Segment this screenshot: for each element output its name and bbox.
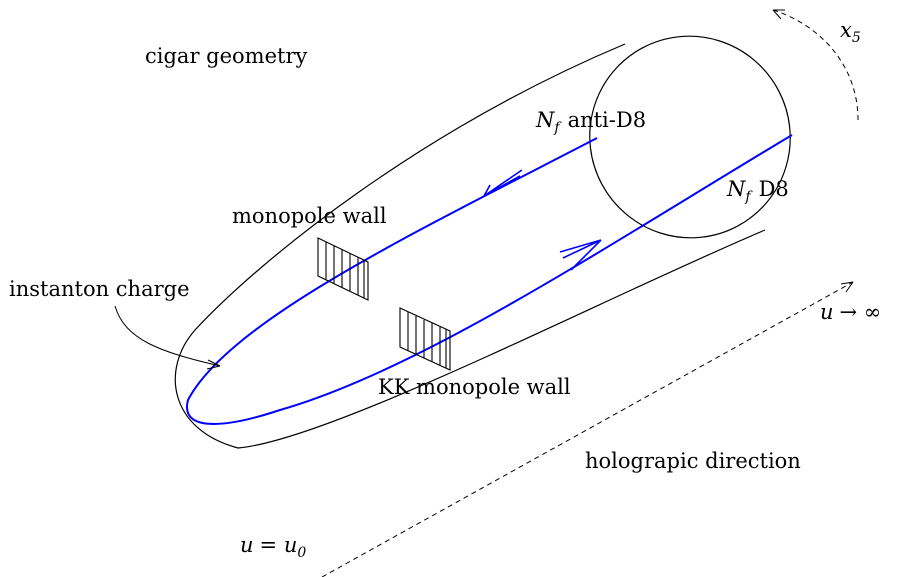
monopole-wall-label: monopole wall	[232, 204, 387, 228]
kk-monopole-wall-label: KK monopole wall	[378, 375, 571, 399]
holographic-direction-label: holograpic direction	[585, 449, 801, 473]
instanton-charge-arrowhead	[206, 359, 221, 370]
instanton-charge-pointer	[114, 305, 221, 367]
u-equals-u0-label: u= u0	[240, 533, 306, 561]
cigar-geometry-label: cigar geometry	[145, 44, 307, 68]
x5-arrowhead	[772, 9, 785, 20]
instanton-charge-label: instanton charge	[9, 277, 190, 301]
x5-rotation-arc	[772, 9, 859, 121]
x5-label: x5	[840, 18, 861, 46]
d8-arrow	[559, 239, 602, 271]
cigar-outline	[174, 43, 766, 449]
brane-curve	[185, 134, 793, 425]
kk-monopole-wall-hatch	[399, 307, 451, 371]
holographic-axis-arrowhead	[840, 281, 854, 293]
cigar-end-cap	[589, 35, 791, 239]
u-infinity-label: u→ ∞	[820, 300, 881, 324]
holographic-axis	[321, 281, 854, 577]
monopole-wall-hatch	[317, 237, 369, 301]
anti-d8-arrow	[483, 169, 523, 197]
